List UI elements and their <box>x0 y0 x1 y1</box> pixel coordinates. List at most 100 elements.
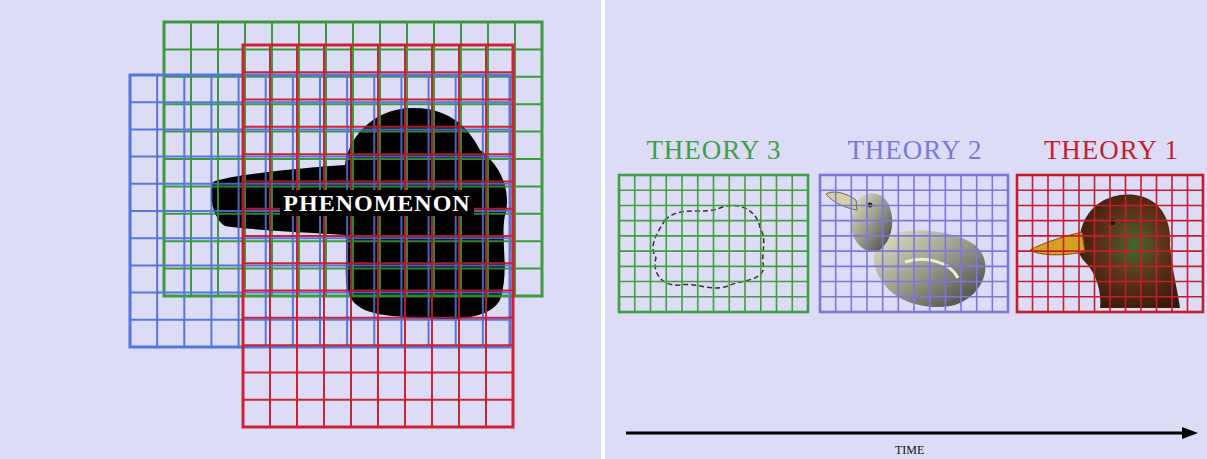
phenomenon-label: PHENOMENON <box>280 190 473 216</box>
grid-line <box>243 290 513 292</box>
grid-line <box>243 99 513 101</box>
grid-line <box>243 235 513 237</box>
grid-line <box>130 183 510 185</box>
grid-line <box>619 266 808 268</box>
duck-head <box>851 193 892 251</box>
theory-panel: THEORY 3 <box>619 133 809 313</box>
duck-highlight <box>905 259 958 278</box>
grid-overlay <box>130 22 542 427</box>
grid-line <box>898 175 900 312</box>
theory-grid <box>130 75 510 347</box>
grid-border <box>619 175 808 312</box>
grid-line <box>130 128 510 130</box>
grid-line <box>243 290 513 292</box>
grid-line <box>243 126 513 128</box>
grid-line <box>164 103 542 105</box>
grid-line <box>1187 175 1189 312</box>
grid-line <box>634 175 636 312</box>
blob-group <box>130 22 542 427</box>
grid-border <box>243 45 513 427</box>
grid-line <box>1171 175 1173 312</box>
theory-heading: THEORY 2 <box>820 133 1010 167</box>
grid-line <box>650 175 652 312</box>
grid-line <box>243 371 513 373</box>
unknown-outline <box>653 205 764 288</box>
grid-line <box>820 296 1008 298</box>
grid-line <box>744 175 746 312</box>
grid-line <box>913 175 915 312</box>
theory-grid <box>130 75 510 347</box>
theory-grid <box>243 45 513 427</box>
theory-grid <box>820 175 1008 312</box>
grid-line <box>130 319 510 321</box>
grid-line <box>1017 250 1203 252</box>
panel-divider <box>601 0 605 459</box>
theory-panel: THEORY 2 <box>820 133 1010 313</box>
time-arrow <box>626 432 1184 435</box>
grid-line <box>243 71 513 73</box>
grid-line <box>269 45 271 427</box>
theory-heading: THEORY 1 <box>1017 133 1206 167</box>
grid-line <box>509 75 511 347</box>
grid-line <box>243 153 513 155</box>
grid-line <box>296 45 298 427</box>
grid-line <box>243 180 513 182</box>
grid-border <box>820 175 1008 312</box>
grid-line <box>130 156 510 158</box>
grid-line <box>1109 175 1111 312</box>
theory-grid <box>243 45 513 427</box>
grid-line <box>130 292 510 294</box>
grid-border <box>243 45 513 427</box>
grid-line <box>130 292 510 294</box>
grid-line <box>1017 205 1203 207</box>
grid-line <box>1047 175 1049 312</box>
grid-line <box>243 71 513 73</box>
grid-border <box>130 75 510 347</box>
grid-line <box>619 189 808 191</box>
grid-line <box>1078 175 1080 312</box>
theory-grid <box>619 175 808 312</box>
grid-line <box>1017 296 1203 298</box>
arrow-head <box>1182 427 1198 439</box>
grid-line <box>243 262 513 264</box>
grid-line <box>619 250 808 252</box>
grid-line <box>1140 175 1142 312</box>
grid-line <box>1063 175 1065 312</box>
grid-line <box>820 266 1008 268</box>
grid-line <box>130 156 510 158</box>
theory-grid <box>1017 175 1203 312</box>
grid-line <box>820 189 1008 191</box>
grid-line <box>514 22 516 296</box>
grid-line <box>665 175 667 312</box>
grid-line <box>243 399 513 401</box>
grid-line <box>1094 175 1096 312</box>
grid-line <box>298 22 300 296</box>
grid-line <box>164 76 542 78</box>
grid-line <box>820 205 1008 207</box>
grid-line <box>835 175 837 312</box>
illustration <box>653 205 764 288</box>
grid-line <box>243 317 513 319</box>
grid-line <box>130 128 510 130</box>
grid-line <box>210 75 212 347</box>
grid-border <box>1017 175 1203 312</box>
phenomenon-blob: PHENOMENON <box>200 100 520 325</box>
grid-line <box>164 48 542 50</box>
grid-line <box>619 220 808 222</box>
grid-line <box>243 126 513 128</box>
grid-line <box>619 296 808 298</box>
grid-line <box>776 175 778 312</box>
grid-line <box>243 99 513 101</box>
grid-line <box>1032 175 1034 312</box>
grid-line <box>1017 235 1203 237</box>
grid-line <box>1017 189 1203 191</box>
grid-line <box>541 22 543 296</box>
grid-line <box>243 426 513 428</box>
grid-line <box>512 45 514 427</box>
grid-line <box>130 74 510 76</box>
grid-line <box>164 131 542 133</box>
grid-border <box>130 75 510 347</box>
grid-line <box>992 175 994 312</box>
grid-line <box>976 175 978 312</box>
